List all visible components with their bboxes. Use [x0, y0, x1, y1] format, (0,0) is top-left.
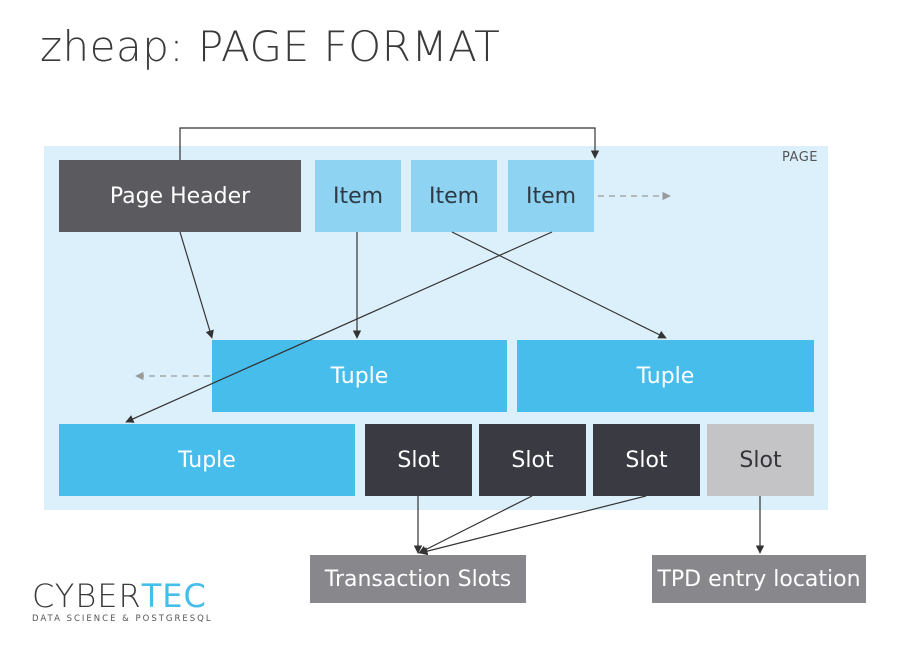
- page-title: zheap: PAGE FORMAT: [40, 22, 501, 71]
- arrow-item3-to-tuple3: [125, 231, 553, 423]
- cybertec-logo: CYBERTEC DATA SCIENCE & POSTGRESQL: [32, 580, 213, 624]
- slot-box-tpd: Slot: [707, 424, 814, 496]
- tuple-box-3: Tuple: [59, 424, 355, 496]
- tuple-box-1: Tuple: [212, 340, 507, 412]
- arrow-slot3-to-transaction-slots: [419, 495, 647, 556]
- slot-box-2: Slot: [479, 424, 586, 496]
- tuple-box-2: Tuple: [517, 340, 814, 412]
- tpd-entry-location-box: TPD entry location: [652, 555, 866, 603]
- logo-subtitle: DATA SCIENCE & POSTGRESQL: [32, 614, 213, 624]
- slot-box-1: Slot: [365, 424, 472, 496]
- item-box-1: Item: [315, 160, 401, 232]
- logo-text-tec: TEC: [141, 577, 207, 615]
- page-label: PAGE: [782, 150, 818, 165]
- page-header-box: Page Header: [59, 160, 301, 232]
- logo-text-cyber: CYBER: [32, 577, 142, 615]
- arrow-header-to-item3: [179, 127, 600, 160]
- arrow-slot2-to-transaction-slots: [418, 495, 533, 554]
- item-box-3: Item: [508, 160, 594, 232]
- transaction-slots-box: Transaction Slots: [310, 555, 526, 603]
- item-box-2: Item: [411, 160, 497, 232]
- arrow-header-to-tuple1: [179, 231, 214, 339]
- slot-box-3: Slot: [593, 424, 700, 496]
- arrow-item2-to-tuple2: [451, 231, 667, 339]
